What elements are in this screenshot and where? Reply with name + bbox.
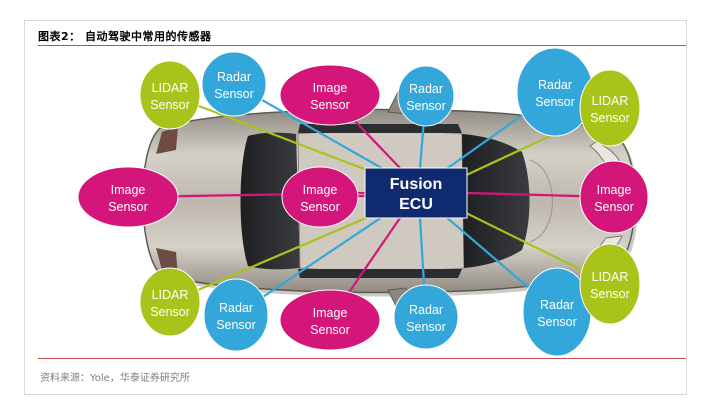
image-sensor-bubble xyxy=(579,160,649,234)
sensor-label-line2: Sensor xyxy=(590,111,630,125)
sensor-label-line1: LIDAR xyxy=(592,270,629,284)
sensor-label-line2: Sensor xyxy=(310,98,350,112)
sensor-label-line1: Image xyxy=(313,306,348,320)
fusion-ecu: Fusion ECU xyxy=(364,167,468,219)
lidar-sensor-bubble xyxy=(139,267,201,337)
sensor-label-line1: Image xyxy=(303,183,338,197)
sensor-label-line2: Sensor xyxy=(214,87,254,101)
source-rule xyxy=(38,358,686,359)
sensor-label-line1: Radar xyxy=(538,78,572,92)
radar-sensor-bubble xyxy=(516,47,594,137)
radar-sensor-bubble xyxy=(201,51,267,117)
figure-title: 图表2： 自动驾驶中常用的传感器 xyxy=(38,30,212,43)
sensor-label-line2: Sensor xyxy=(150,305,190,319)
sensor-label-line1: Image xyxy=(111,183,146,197)
sensor-label-line1: Radar xyxy=(540,298,574,312)
sensor-lidar-top-left: LIDAR Sensor xyxy=(139,60,201,130)
radar-sensor-bubble xyxy=(397,65,455,127)
sensor-label-line2: Sensor xyxy=(537,315,577,329)
image-sensor-bubble xyxy=(279,289,381,351)
fusion-ecu-box xyxy=(364,167,468,219)
sensor-label-line1: LIDAR xyxy=(152,81,189,95)
image-sensor-bubble xyxy=(77,166,179,228)
sensor-lidar-bottom-right: LIDAR Sensor xyxy=(579,243,641,325)
lidar-sensor-bubble xyxy=(579,69,641,147)
sensor-label-line2: Sensor xyxy=(594,200,634,214)
connector-lidar-top-left xyxy=(169,93,381,177)
radar-sensor-bubble xyxy=(203,278,269,352)
sensor-lidar-top-right: LIDAR Sensor xyxy=(579,69,641,147)
sensor-label-line1: Radar xyxy=(217,70,251,84)
sensor-label-line1: LIDAR xyxy=(152,288,189,302)
sensor-label-line2: Sensor xyxy=(406,99,446,113)
sensor-label-line1: LIDAR xyxy=(592,94,629,108)
image-sensor-bubble xyxy=(281,166,359,228)
sensor-label-line2: Sensor xyxy=(216,318,256,332)
fusion-ecu-label-line2: ECU xyxy=(399,196,433,213)
sensor-label-line2: Sensor xyxy=(590,287,630,301)
sensor-label-line1: Radar xyxy=(219,301,253,315)
sensor-label-line2: Sensor xyxy=(108,200,148,214)
lidar-sensor-bubble xyxy=(139,60,201,130)
lidar-sensor-bubble xyxy=(579,243,641,325)
sensor-label-line1: Image xyxy=(313,81,348,95)
sensor-label-line2: Sensor xyxy=(310,323,350,337)
sensor-label-line2: Sensor xyxy=(150,98,190,112)
figure-source: 资料来源：Yole，华泰证券研究所 xyxy=(40,373,190,384)
sensor-label-line2: Sensor xyxy=(406,320,446,334)
image-sensor-bubble xyxy=(279,64,381,126)
sensor-label-line2: Sensor xyxy=(535,95,575,109)
sensor-label-line1: Image xyxy=(597,183,632,197)
title-rule xyxy=(38,45,686,46)
fusion-ecu-label-line1: Fusion xyxy=(390,176,442,193)
radar-sensor-bubble xyxy=(393,284,459,350)
sensor-lidar-bottom-left: LIDAR Sensor xyxy=(139,267,201,337)
sensor-label-line1: Radar xyxy=(409,82,443,96)
sensor-label-line2: Sensor xyxy=(300,200,340,214)
sensor-label-line1: Radar xyxy=(409,303,443,317)
connector-lidar-bottom-left xyxy=(169,210,381,304)
